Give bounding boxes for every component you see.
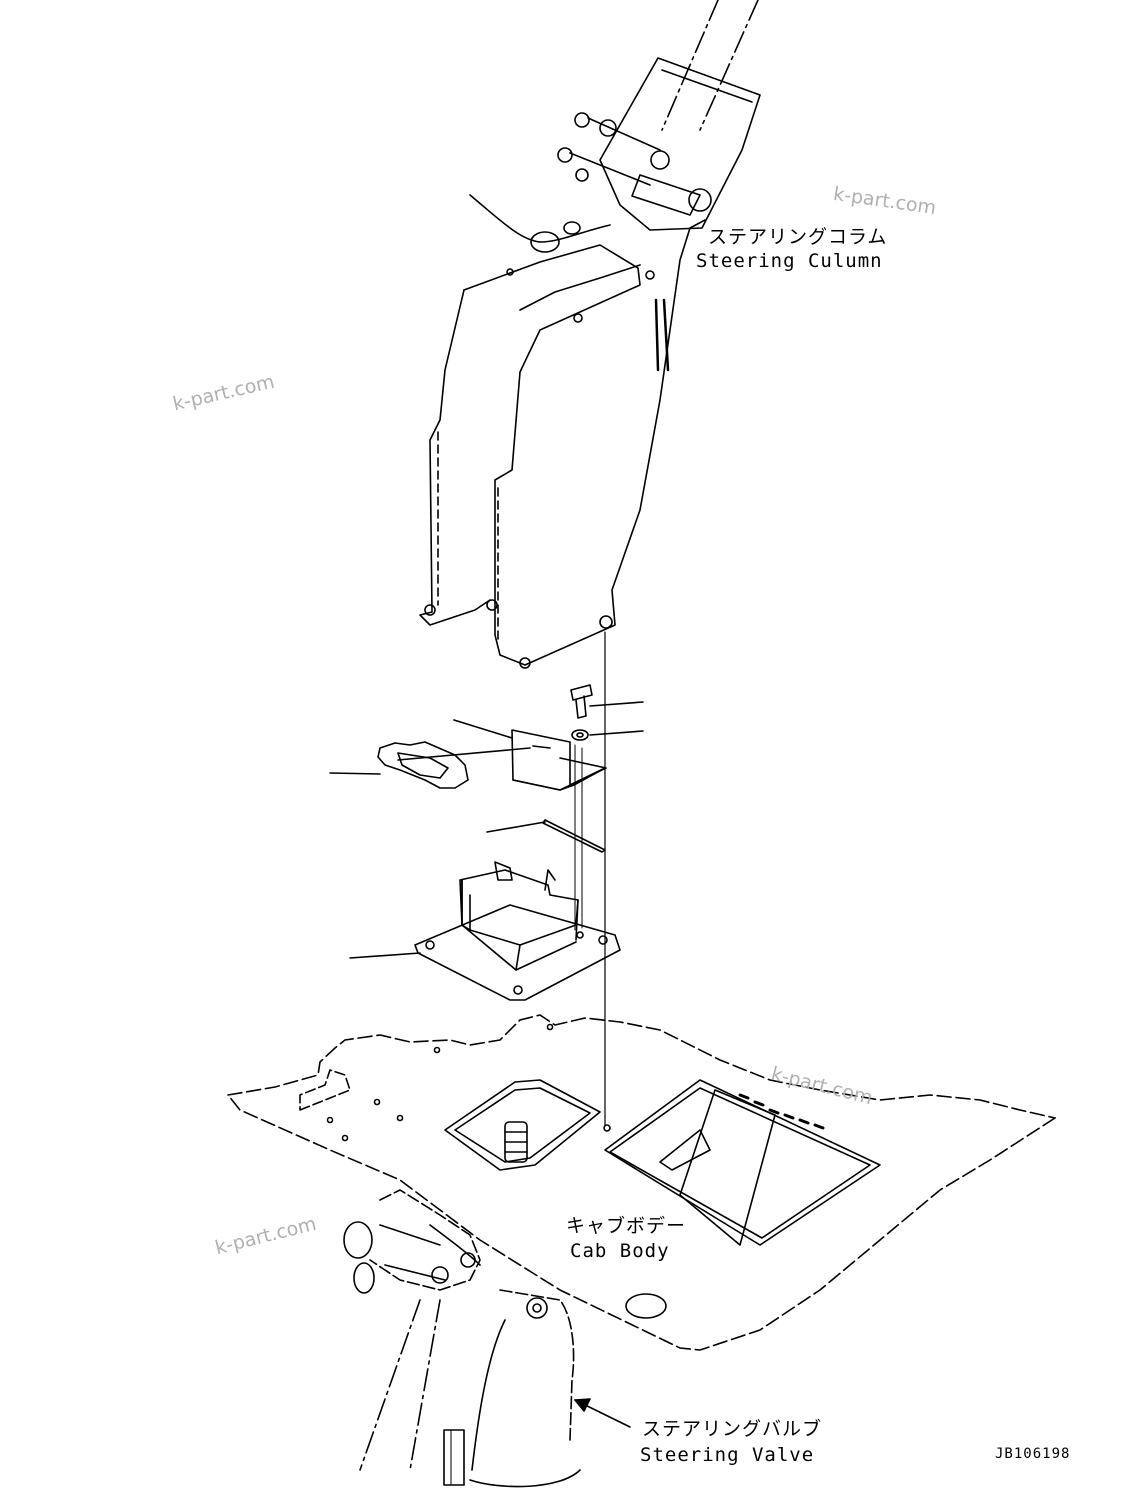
mounting-hardware (330, 632, 643, 1125)
steering-valve-label-en: Steering Valve (640, 1444, 815, 1466)
steering-valve-label-jp: ステアリングバルブ (642, 1418, 823, 1440)
steering-column (420, 0, 760, 668)
cab-body-label-jp: キャブボデー (566, 1215, 687, 1237)
steering-valve (344, 1190, 630, 1487)
cab-body-floor (228, 1015, 1055, 1350)
steering-column-label-jp: ステアリングコラム (708, 226, 888, 248)
drawing-code: JB106198 (995, 1446, 1071, 1462)
steering-column-label-en: Steering Culumn (696, 250, 883, 272)
cab-body-label-en: Cab Body (570, 1240, 670, 1262)
